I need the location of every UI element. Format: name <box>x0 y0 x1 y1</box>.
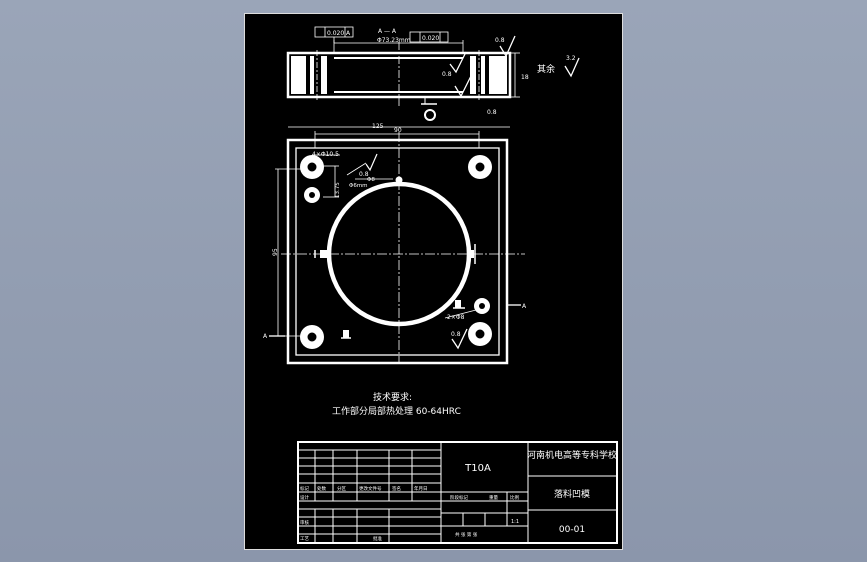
plan-view <box>269 131 525 365</box>
col-zone: 分区 <box>337 485 346 492</box>
weight-label: 重量 <box>489 494 498 501</box>
roughness-mark <box>499 35 516 58</box>
roughness-value: 0.8 <box>451 331 461 338</box>
roughness-mark <box>454 75 472 98</box>
section-hatch-left <box>291 56 306 94</box>
flatness-tolerance: 0.020 <box>327 30 344 37</box>
scale-value: 1:1 <box>511 519 519 525</box>
section-hatch-right <box>489 56 507 94</box>
inner-dimension: 90 <box>394 127 402 134</box>
hole-callout: 4×Φ10.5 <box>312 151 339 158</box>
col-count: 处数 <box>317 485 326 492</box>
plan-outline-inner <box>295 147 500 356</box>
title-block <box>297 441 618 544</box>
col-date: 年月日 <box>414 485 428 492</box>
design-label: 设计 <box>300 494 309 501</box>
col-file: 更改文件号 <box>359 485 382 492</box>
parallelism-tolerance: 0.020 <box>422 35 439 42</box>
drawing-sheet: A — A 0.020 A 0.020 Φ73.23mm 0.8 0.8 0.8… <box>244 13 623 550</box>
hole-callout: Φ6mm <box>349 183 368 189</box>
roughness-mark <box>449 51 467 74</box>
process-label: 工艺 <box>300 536 309 542</box>
plan-outline-outer <box>286 138 509 365</box>
roughness-mark <box>451 328 468 350</box>
approve-label: 批准 <box>373 535 382 542</box>
hole-callout: Φ8 <box>367 177 375 183</box>
part-name: 落料凹模 <box>554 488 590 500</box>
width-dimension: 125 <box>372 123 384 130</box>
datum-label: A <box>346 30 351 37</box>
section-marker: A <box>263 333 268 340</box>
roughness-value: 0.8 <box>487 109 497 116</box>
notes-title: 技术要求: <box>373 391 412 403</box>
parallelism-frame <box>409 31 449 43</box>
col-mark: 标记 <box>300 485 309 492</box>
stage-label: 阶段标记 <box>450 494 468 501</box>
col-sign: 签名 <box>392 485 401 492</box>
school-name: 河南机电高等专科学校 <box>527 449 617 461</box>
check-label: 审核 <box>300 519 309 526</box>
section-view <box>286 26 580 128</box>
roughness-value: 3.2 <box>566 55 576 62</box>
drawing-canvas: A — A 0.020 A 0.020 Φ73.23mm 0.8 0.8 0.8… <box>263 26 618 544</box>
sheet-count: 共 张 第 张 <box>455 531 478 538</box>
pin-callout: 2×Φ8 <box>447 314 465 321</box>
diameter-label: Φ73.23mm <box>377 37 411 44</box>
scale-label: 比例 <box>510 494 519 501</box>
other-surfaces-label: 其余 <box>537 63 555 75</box>
section-label: A — A <box>378 28 397 35</box>
roughness-mark <box>365 153 378 172</box>
hole-dimension: 13.75 <box>335 182 341 198</box>
roughness-value: 0.8 <box>442 71 452 78</box>
material: T10A <box>464 463 491 474</box>
roughness-mark <box>564 57 580 78</box>
height-dimension: 18 <box>521 74 529 81</box>
roughness-value: 0.8 <box>359 171 369 178</box>
drawing-number: 00-01 <box>559 525 585 535</box>
roughness-value: 0.8 <box>495 37 505 44</box>
left-dimension: 95 <box>272 248 279 256</box>
notes-line: 工作部分局部热处理 60-64HRC <box>332 405 461 417</box>
section-marker: A <box>522 303 527 310</box>
